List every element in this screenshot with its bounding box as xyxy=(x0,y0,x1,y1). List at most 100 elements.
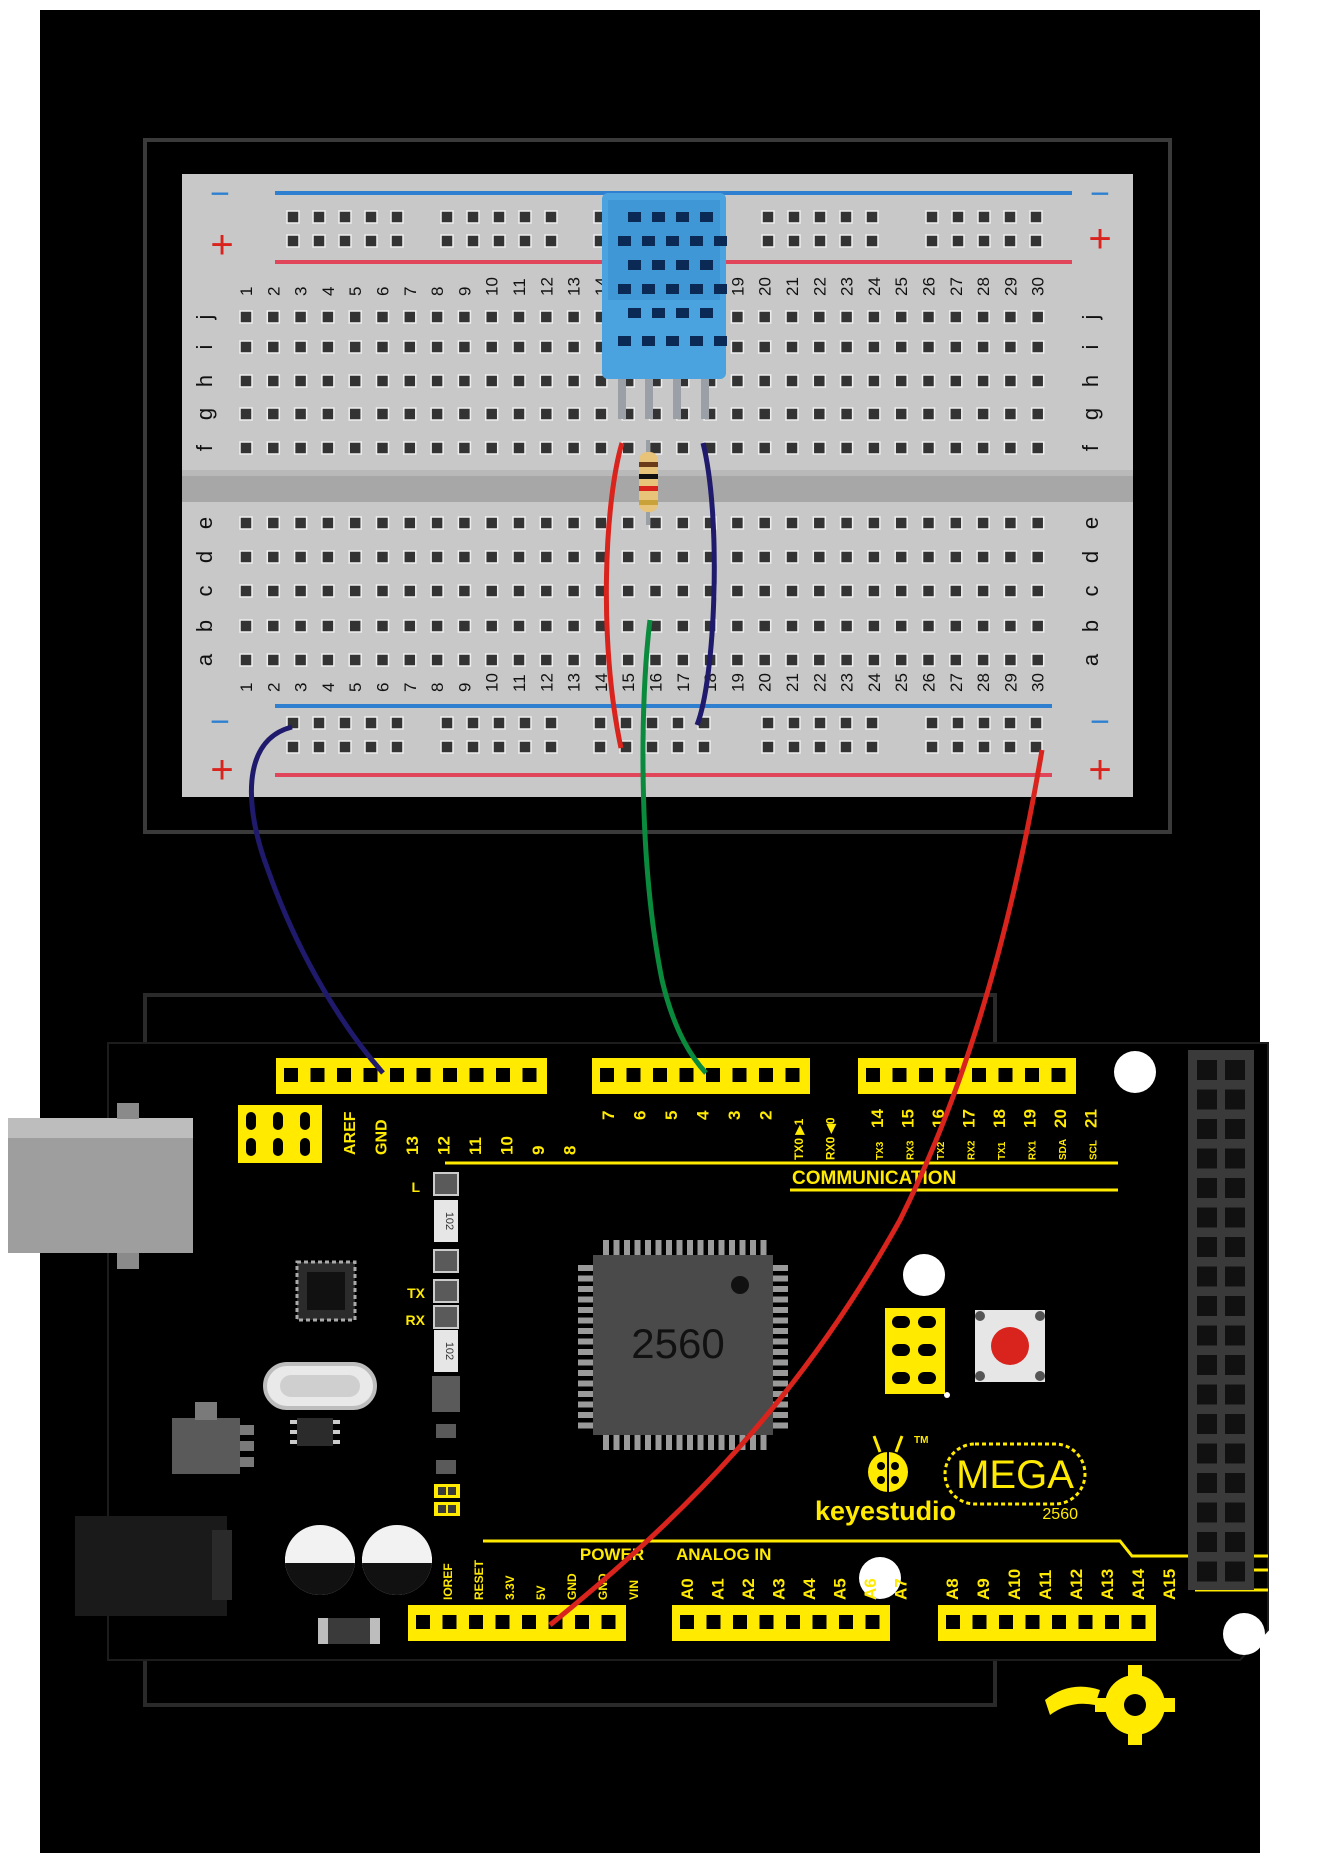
header-pin[interactable] xyxy=(1225,1502,1245,1523)
rail-minus-bottom-right: − xyxy=(1090,703,1110,741)
column-label-bottom: 3 xyxy=(292,683,311,692)
header-pin[interactable] xyxy=(865,1615,880,1629)
header-pin[interactable] xyxy=(496,1068,510,1082)
reset-button[interactable] xyxy=(975,1310,1045,1382)
header-pin[interactable] xyxy=(1225,1414,1245,1434)
header-pin[interactable] xyxy=(972,1615,987,1629)
header-pin[interactable] xyxy=(1197,1237,1217,1257)
header-pin[interactable] xyxy=(1197,1473,1217,1493)
header-pin[interactable] xyxy=(1225,1178,1245,1198)
header-pin[interactable] xyxy=(1197,1502,1217,1523)
header-pin[interactable] xyxy=(1105,1615,1119,1629)
header-pin[interactable] xyxy=(1197,1178,1217,1198)
column-label-bottom: 13 xyxy=(565,673,584,692)
header-pin[interactable] xyxy=(1225,1266,1245,1287)
header-pin[interactable] xyxy=(363,1068,378,1082)
header-pin[interactable] xyxy=(1197,1443,1217,1464)
header-pin[interactable] xyxy=(866,1068,880,1082)
header-pin[interactable] xyxy=(1052,1615,1066,1629)
analog-pin-label: A10 xyxy=(1005,1569,1024,1600)
header-pin[interactable] xyxy=(469,1615,483,1629)
header-pin[interactable] xyxy=(416,1068,431,1082)
sensor-pins xyxy=(618,379,709,419)
header-pin[interactable] xyxy=(442,1615,457,1629)
header-pin[interactable] xyxy=(1225,1561,1245,1582)
row-label: d xyxy=(192,551,217,563)
header-pin[interactable] xyxy=(680,1615,694,1629)
header-pin[interactable] xyxy=(310,1068,325,1082)
header-pin[interactable] xyxy=(1197,1325,1217,1346)
header-pin[interactable] xyxy=(812,1615,827,1629)
header-pin[interactable] xyxy=(1225,1296,1245,1316)
header-pin[interactable] xyxy=(337,1068,351,1082)
header-pin[interactable] xyxy=(1225,1237,1245,1257)
header-pin[interactable] xyxy=(1197,1384,1217,1405)
header-pin[interactable] xyxy=(1197,1266,1217,1287)
header-pin[interactable] xyxy=(1131,1615,1146,1629)
top-header-mid xyxy=(592,1058,810,1094)
header-pin[interactable] xyxy=(733,1615,747,1629)
header-pin[interactable] xyxy=(1225,1443,1245,1464)
header-pin[interactable] xyxy=(1225,1060,1245,1080)
header-pin[interactable] xyxy=(522,1068,537,1082)
header-pin[interactable] xyxy=(390,1068,404,1082)
header-pin[interactable] xyxy=(1225,1119,1245,1139)
header-pin[interactable] xyxy=(1051,1068,1066,1082)
header-pin[interactable] xyxy=(1025,1068,1039,1082)
row-label: i xyxy=(192,345,217,350)
header-pin[interactable] xyxy=(706,1068,720,1082)
header-pin[interactable] xyxy=(945,1068,960,1082)
header-pin[interactable] xyxy=(999,1615,1013,1629)
header-pin[interactable] xyxy=(653,1068,667,1082)
header-pin[interactable] xyxy=(892,1068,907,1082)
header-pin[interactable] xyxy=(416,1615,430,1629)
header-pin[interactable] xyxy=(1197,1148,1217,1169)
header-pin[interactable] xyxy=(998,1068,1013,1082)
row-label: c xyxy=(1078,586,1103,597)
header-pin[interactable] xyxy=(1197,1532,1217,1552)
header-pin[interactable] xyxy=(1225,1325,1245,1346)
header-pin[interactable] xyxy=(443,1068,457,1082)
comm-label: SDA xyxy=(1058,1139,1069,1160)
header-pin[interactable] xyxy=(786,1615,800,1629)
header-pin[interactable] xyxy=(1197,1296,1217,1316)
header-pin[interactable] xyxy=(522,1615,536,1629)
header-pin[interactable] xyxy=(1225,1207,1245,1228)
header-pin[interactable] xyxy=(1225,1355,1245,1375)
header-pin[interactable] xyxy=(1197,1060,1217,1080)
header-pin[interactable] xyxy=(1197,1414,1217,1434)
header-pin[interactable] xyxy=(679,1068,694,1082)
header-pin[interactable] xyxy=(495,1615,510,1629)
header-pin[interactable] xyxy=(1225,1473,1245,1493)
header-pin[interactable] xyxy=(284,1068,298,1082)
pin-headers xyxy=(276,1058,1156,1641)
header-pin[interactable] xyxy=(759,1615,774,1629)
header-pin[interactable] xyxy=(600,1068,614,1082)
header-pin[interactable] xyxy=(1197,1561,1217,1582)
header-pin[interactable] xyxy=(1197,1089,1217,1110)
header-pin[interactable] xyxy=(972,1068,986,1082)
header-pin[interactable] xyxy=(919,1068,933,1082)
header-pin[interactable] xyxy=(1225,1089,1245,1110)
trademark-label: TM xyxy=(914,1435,928,1446)
header-pin[interactable] xyxy=(759,1068,773,1082)
header-pin[interactable] xyxy=(785,1068,800,1082)
header-pin[interactable] xyxy=(1197,1207,1217,1228)
header-pin[interactable] xyxy=(946,1615,960,1629)
header-pin[interactable] xyxy=(839,1615,853,1629)
header-pin[interactable] xyxy=(732,1068,747,1082)
header-pin[interactable] xyxy=(1078,1615,1093,1629)
header-pin[interactable] xyxy=(706,1615,721,1629)
header-pin[interactable] xyxy=(1225,1384,1245,1405)
header-pin[interactable] xyxy=(1197,1119,1217,1139)
header-pin[interactable] xyxy=(601,1615,616,1629)
header-pin[interactable] xyxy=(626,1068,641,1082)
header-pin[interactable] xyxy=(1225,1532,1245,1552)
header-pin[interactable] xyxy=(469,1068,484,1082)
column-label-top: 30 xyxy=(1029,277,1048,296)
header-pin[interactable] xyxy=(1197,1355,1217,1375)
wire-red-5v xyxy=(548,749,1045,1627)
header-pin[interactable] xyxy=(575,1615,589,1629)
header-pin[interactable] xyxy=(1225,1148,1245,1169)
header-pin[interactable] xyxy=(1025,1615,1040,1629)
